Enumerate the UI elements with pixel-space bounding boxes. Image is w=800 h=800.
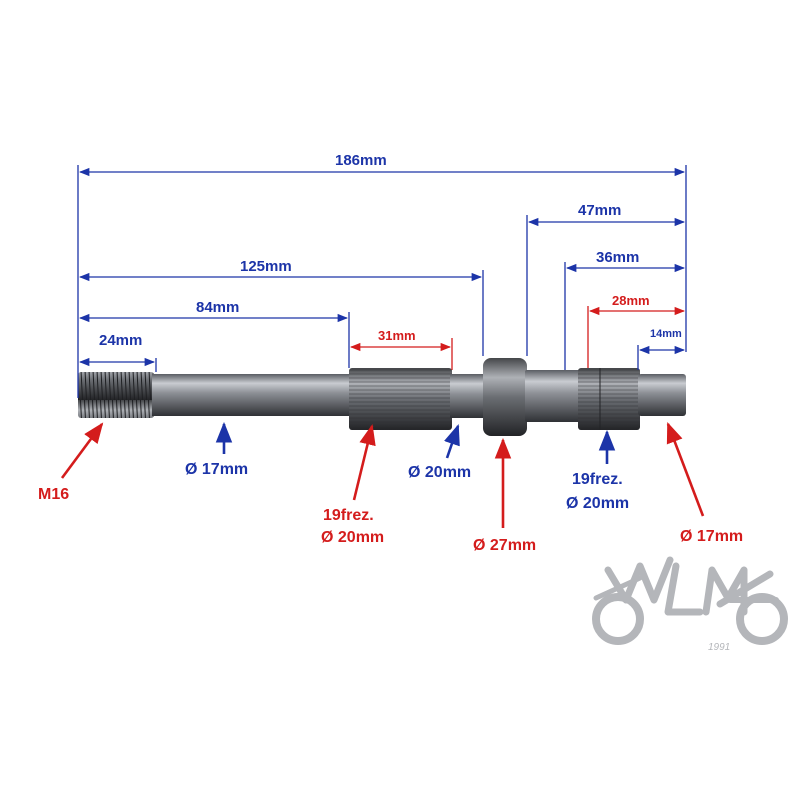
label-neck-dia: Ø 20mm	[408, 464, 471, 481]
label-spline2-count: 19frez.	[572, 471, 623, 488]
dim-24-label: 24mm	[99, 332, 142, 349]
dim-47-label: 47mm	[578, 202, 621, 219]
main-body	[152, 374, 352, 416]
collar	[483, 358, 527, 436]
arrow-end	[666, 422, 705, 517]
arrow-neck	[444, 424, 460, 459]
dimension-labels: 186mm 47mm 125mm 36mm 28mm 84mm 31mm 24m…	[99, 152, 682, 349]
label-m16: M16	[38, 486, 69, 503]
dim-84-label: 84mm	[196, 299, 239, 316]
transition-section	[525, 370, 580, 422]
logo-year: 1991	[708, 642, 730, 653]
callout-arrows	[60, 421, 705, 528]
shaft	[78, 358, 686, 436]
dim-125-label: 125mm	[240, 258, 292, 275]
label-spline2-dia: Ø 20mm	[566, 495, 629, 512]
threaded-end	[78, 372, 154, 418]
arrow-thread	[60, 422, 104, 479]
neck-section	[450, 374, 485, 418]
label-end-dia: Ø 17mm	[680, 528, 743, 545]
label-spline1-count: 19frez.	[323, 507, 374, 524]
callout-labels: M16 Ø 17mm 19frez. Ø 20mm Ø 20mm Ø 27mm …	[38, 461, 743, 554]
arrow-spline1	[352, 423, 376, 501]
dim-36-label: 36mm	[596, 249, 639, 266]
brand-logo: 1991	[592, 556, 788, 653]
logo-rear-wheel	[592, 593, 644, 645]
dimension-lines	[77, 165, 687, 398]
end-journal	[638, 374, 686, 416]
dim-14-label: 14mm	[650, 328, 682, 340]
dim-186-label: 186mm	[335, 152, 387, 169]
label-spline1-dia: Ø 20mm	[321, 529, 384, 546]
label-shaft-dia: Ø 17mm	[185, 461, 248, 478]
dim-28-label: 28mm	[612, 293, 650, 308]
dim-31-label: 31mm	[378, 328, 416, 343]
label-collar-dia: Ø 27mm	[473, 537, 536, 554]
